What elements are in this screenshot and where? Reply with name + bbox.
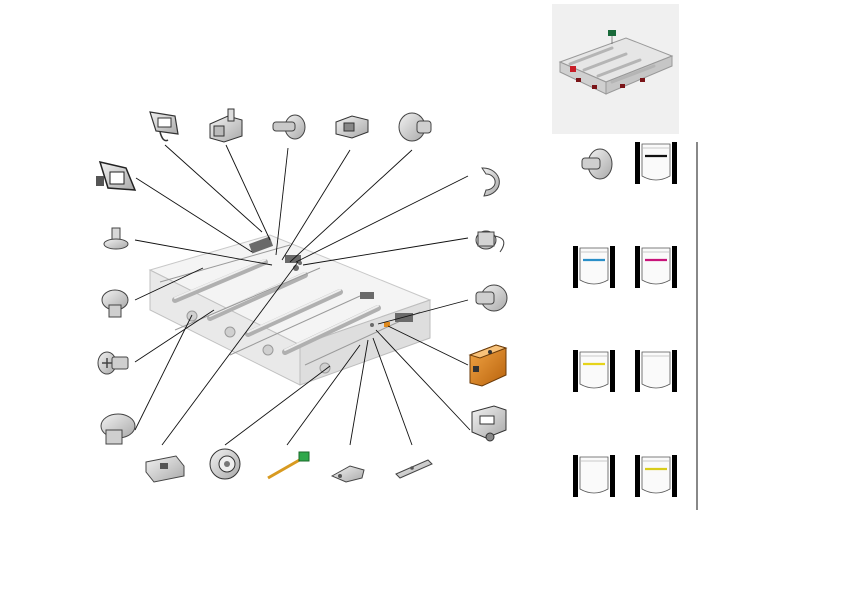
snap-ring-icon[interactable] [481,167,500,197]
legend-panel [581,142,698,510]
frame-bracket-icon[interactable] [96,160,137,191]
sensor-bracket-icon[interactable] [471,405,507,442]
connector-block-icon[interactable] [335,115,369,139]
latch-block-icon[interactable] [209,108,243,143]
clip-icon[interactable] [330,465,365,483]
legend-screw-icon[interactable] [581,148,613,180]
screw-icon[interactable] [100,413,136,445]
sample-bag-icon[interactable] [635,142,677,184]
cap-icon[interactable] [475,230,505,253]
legend-bags [573,142,677,497]
sample-bag-icon[interactable] [635,350,677,392]
strip-plate-icon[interactable] [395,459,433,479]
pin-icon[interactable] [103,227,129,250]
screw-icon[interactable] [398,112,432,142]
overview-thumbnail [552,4,679,134]
mounting-plate-icon[interactable] [145,455,185,483]
screw-icon[interactable] [475,284,508,312]
sample-bag-icon[interactable] [573,350,615,392]
cable-icon[interactable] [267,451,310,480]
sample-bag-icon[interactable] [635,455,677,497]
sample-bag-icon[interactable] [635,246,677,288]
toner-cartridge-icon[interactable] [468,344,508,387]
shoulder-screw-icon[interactable] [97,351,129,375]
screw-icon[interactable] [101,289,129,318]
gear-bearing-icon[interactable] [209,448,241,480]
sample-bag-icon[interactable] [573,455,615,497]
main-assembly [148,234,432,386]
screw-icon[interactable] [272,114,306,140]
sample-bag-icon[interactable] [573,246,615,288]
leader-lines [134,144,471,446]
clamp-bracket-icon[interactable] [149,111,179,142]
